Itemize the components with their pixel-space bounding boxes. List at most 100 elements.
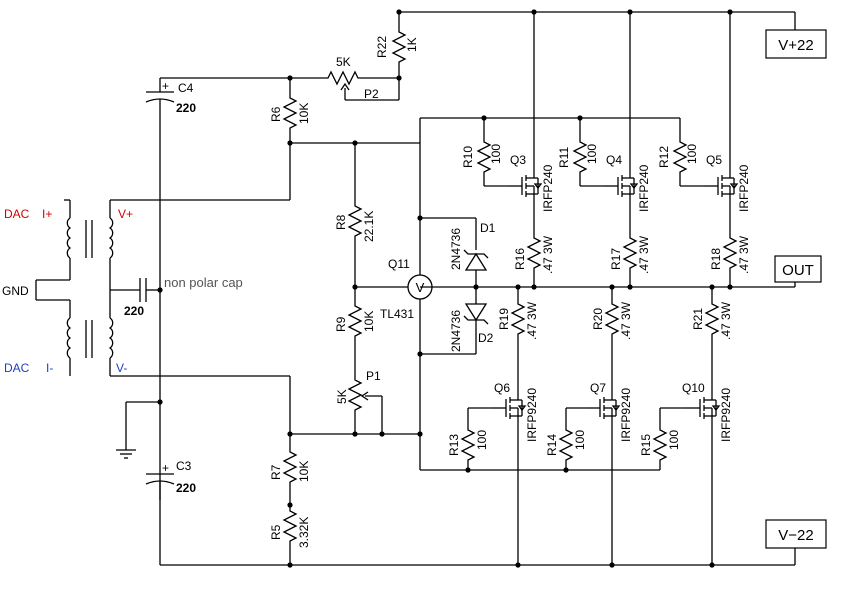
q5-mosfet: Q5 IRFP240 — [703, 153, 751, 212]
dac-bottom-label: DAC — [4, 361, 30, 375]
vneg-rail-label: V−22 — [765, 519, 827, 549]
svg-text:D1: D1 — [480, 221, 496, 235]
r13-resistor: R13 100 — [447, 407, 492, 470]
svg-text:V+22: V+22 — [778, 37, 813, 54]
svg-text:IRFP240: IRFP240 — [541, 164, 555, 212]
r10-resistor: R10 100 — [461, 118, 508, 187]
bottom-rail — [290, 548, 796, 566]
c3-capacitor: + C3 220 — [145, 459, 290, 566]
svg-text:P2: P2 — [364, 87, 379, 101]
r18-resistor: R18 .47 3W — [709, 231, 751, 287]
svg-text:R15: R15 — [639, 434, 653, 456]
svg-text:OUT: OUT — [782, 262, 814, 279]
svg-text:R14: R14 — [545, 434, 559, 456]
svg-text:2N4736: 2N4736 — [449, 310, 463, 352]
i-plus-label: I+ — [42, 207, 52, 221]
svg-text:R18: R18 — [709, 248, 723, 270]
svg-text:non polar cap: non polar cap — [164, 275, 243, 290]
c4-capacitor: + C4 220 — [145, 77, 290, 500]
svg-text:R11: R11 — [557, 147, 571, 168]
svg-text:Q3: Q3 — [510, 153, 526, 167]
p2-potentiometer: 5K P2 — [290, 55, 399, 101]
q10-mosfet: Q10 IRFP9240 — [682, 381, 733, 442]
d2-zener: 2N4736 D2 — [420, 287, 494, 355]
svg-text:IRFP240: IRFP240 — [737, 164, 751, 212]
svg-text:R5: R5 — [269, 524, 283, 540]
svg-text:C3: C3 — [176, 459, 192, 473]
r14-resistor: R14 100 — [545, 407, 587, 470]
svg-text:R16: R16 — [513, 248, 527, 270]
svg-text:TL431: TL431 — [380, 307, 414, 321]
gnd-wiring — [35, 279, 140, 301]
junction-dots — [157, 9, 733, 568]
svg-text:2N4736: 2N4736 — [449, 228, 463, 270]
svg-text:Q10: Q10 — [682, 381, 705, 395]
svg-text:V: V — [416, 280, 425, 295]
svg-text:R10: R10 — [461, 146, 475, 168]
svg-text:100: 100 — [667, 430, 681, 450]
svg-text:.47 3W: .47 3W — [737, 235, 751, 274]
svg-text:100: 100 — [573, 430, 587, 450]
svg-text:Q6: Q6 — [494, 381, 510, 395]
svg-text:220: 220 — [124, 304, 144, 318]
svg-text:5K: 5K — [336, 55, 351, 69]
r22-resistor: R22 1K — [345, 12, 419, 101]
svg-text:100: 100 — [475, 430, 489, 450]
svg-text:R21: R21 — [691, 308, 705, 330]
svg-text:10K: 10K — [297, 103, 311, 124]
ground-symbol — [116, 401, 160, 459]
out-label: OUT — [774, 255, 822, 283]
svg-text:.47 3W: .47 3W — [541, 235, 555, 274]
svg-text:100: 100 — [489, 144, 503, 164]
svg-text:Q11: Q11 — [388, 257, 410, 271]
d1-zener: 2N4736 D1 — [420, 217, 496, 287]
svg-text:22.1K: 22.1K — [362, 211, 376, 242]
svg-text:R7: R7 — [269, 464, 283, 480]
svg-text:V−22: V−22 — [778, 527, 813, 544]
svg-text:R8: R8 — [334, 214, 348, 230]
svg-text:220: 220 — [176, 101, 196, 115]
q7-mosfet: Q7 IRFP9240 — [585, 381, 633, 442]
svg-text:R22: R22 — [375, 36, 389, 58]
r8-resistor: R8 22.1K — [334, 143, 376, 300]
svg-text:100: 100 — [685, 144, 699, 164]
gnd-label: GND — [2, 284, 29, 298]
r7-resistor: R7 10K — [269, 376, 311, 505]
r21-resistor: R21 .47 3W — [691, 287, 733, 394]
r19-resistor: R19 .47 3W — [497, 287, 539, 394]
svg-text:1K: 1K — [405, 37, 419, 52]
svg-text:P1: P1 — [366, 369, 381, 383]
svg-text:10K: 10K — [362, 311, 376, 332]
svg-text:220: 220 — [176, 481, 196, 495]
svg-text:R9: R9 — [334, 316, 348, 332]
input-transformer-top — [64, 199, 114, 280]
r17-resistor: R17 .47 3W — [609, 231, 651, 287]
svg-text:10K: 10K — [297, 461, 311, 482]
svg-text:R19: R19 — [497, 308, 511, 330]
svg-text:IRFP9240: IRFP9240 — [525, 388, 539, 442]
svg-text:+: + — [162, 79, 169, 93]
vpos-rail-label: V+22 — [765, 29, 827, 59]
svg-text:C4: C4 — [178, 81, 194, 95]
svg-text:IRFP9240: IRFP9240 — [719, 388, 733, 442]
svg-text:Q5: Q5 — [706, 153, 722, 167]
svg-text:.47 3W: .47 3W — [719, 301, 733, 340]
svg-text:IRFP240: IRFP240 — [637, 164, 651, 212]
v-plus-label: V+ — [118, 207, 133, 221]
svg-text:.47 3W: .47 3W — [525, 301, 539, 340]
q3-mosfet: Q3 IRFP240 — [507, 153, 555, 212]
r5-resistor: R5 3.32K — [269, 504, 311, 565]
q6-mosfet: Q6 IRFP9240 — [491, 381, 539, 442]
svg-text:R6: R6 — [269, 106, 283, 122]
svg-text:Q7: Q7 — [590, 381, 606, 395]
r16-resistor: R16 .47 3W — [513, 231, 555, 287]
i-minus-label: I- — [46, 361, 53, 375]
r9-resistor: R9 10K — [334, 299, 376, 374]
svg-text:5K: 5K — [335, 389, 349, 404]
r12-resistor: R12 100 — [657, 118, 704, 187]
svg-text:Q4: Q4 — [606, 153, 622, 167]
r11-resistor: R11 100 — [557, 118, 604, 187]
r20-resistor: R20 .47 3W — [591, 287, 633, 394]
svg-text:+: + — [162, 461, 169, 475]
